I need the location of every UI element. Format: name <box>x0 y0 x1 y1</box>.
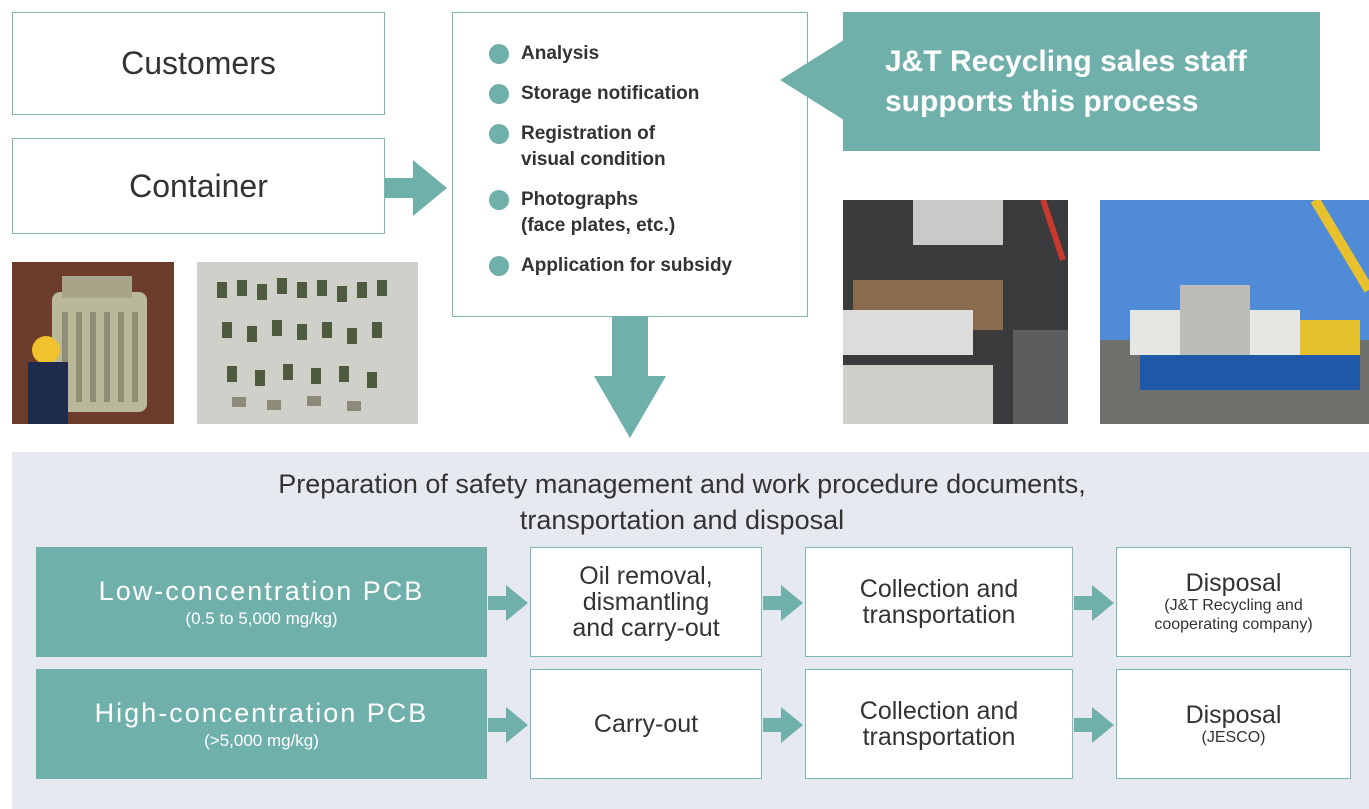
customers-box: Customers <box>12 12 385 115</box>
checklist-item-text: Application for subsidy <box>521 255 733 276</box>
process-panel-title: Preparation of safety management and wor… <box>278 469 1086 535</box>
right-arrow-icon <box>763 585 803 621</box>
checklist-item: Application for subsidy <box>489 253 807 279</box>
stage-box: Collection and transportation <box>805 547 1073 657</box>
checklist-item-text: Storage notification <box>521 83 700 104</box>
down-arrow-icon <box>594 316 666 438</box>
callout-pointer-icon <box>780 40 844 120</box>
photo-dismantling-site <box>843 200 1068 424</box>
right-arrow-icon <box>1074 585 1114 621</box>
disposal-note: (J&T Recycling and cooperating company) <box>1154 597 1313 633</box>
stage-box: Collection and transportation <box>805 669 1073 779</box>
row-label: Low-concentration PCB <box>98 576 425 606</box>
right-arrow-icon <box>1074 707 1114 743</box>
stage-text: Carry-out <box>593 710 699 738</box>
bullet-dot-icon <box>489 84 509 104</box>
bullet-dot-icon <box>489 124 509 144</box>
right-arrow-icon <box>488 707 528 743</box>
checklist-item-text: Photographs (face plates, etc.) <box>521 189 676 236</box>
high-concentration-pcb-box: High-concentration PCB (>5,000 mg/kg) <box>36 669 487 779</box>
row-range: (0.5 to 5,000 mg/kg) <box>185 609 338 628</box>
stage-box: Oil removal, dismantling and carry-out <box>530 547 762 657</box>
customers-label: Customers <box>121 45 276 81</box>
photo-transport-truck <box>1100 200 1369 424</box>
checklist-item: Registration of visual condition <box>489 121 807 173</box>
row-label: High-concentration PCB <box>94 698 429 728</box>
checklist-item-text: Registration of visual condition <box>521 123 666 170</box>
bullet-dot-icon <box>489 190 509 210</box>
stage-text: Collection and transportation <box>859 697 1019 751</box>
stage-box: Carry-out <box>530 669 762 779</box>
disposal-note: (JESCO) <box>1201 728 1266 746</box>
disposal-box: Disposal (JESCO) <box>1116 669 1351 779</box>
sales-staff-callout: J&T Recycling sales staff supports this … <box>843 12 1320 151</box>
low-concentration-pcb-box: Low-concentration PCB (0.5 to 5,000 mg/k… <box>36 547 487 657</box>
checklist-item: Photographs (face plates, etc.) <box>489 187 807 239</box>
bullet-dot-icon <box>489 44 509 64</box>
right-arrow-icon <box>763 707 803 743</box>
stage-text: Oil removal, dismantling and carry-out <box>572 562 720 642</box>
photo-transformer-inspection <box>12 262 174 424</box>
stage-text: Disposal <box>1185 700 1282 729</box>
checklist-item: Storage notification <box>489 81 807 107</box>
stage-text: Collection and transportation <box>859 575 1019 629</box>
checklist-box: Analysis Storage notification Registrati… <box>452 12 808 317</box>
container-box: Container <box>12 138 385 234</box>
checklist-item-text: Analysis <box>521 43 600 64</box>
disposal-box: Disposal (J&T Recycling and cooperating … <box>1116 547 1351 657</box>
photo-capacitors-on-floor <box>197 262 418 424</box>
stage-text: Disposal <box>1185 569 1282 597</box>
checklist-item: Analysis <box>489 41 807 67</box>
container-label: Container <box>129 167 268 204</box>
right-arrow-icon <box>488 585 528 621</box>
row-range: (>5,000 mg/kg) <box>204 731 319 750</box>
bullet-dot-icon <box>489 256 509 276</box>
right-arrow-icon <box>385 160 447 216</box>
